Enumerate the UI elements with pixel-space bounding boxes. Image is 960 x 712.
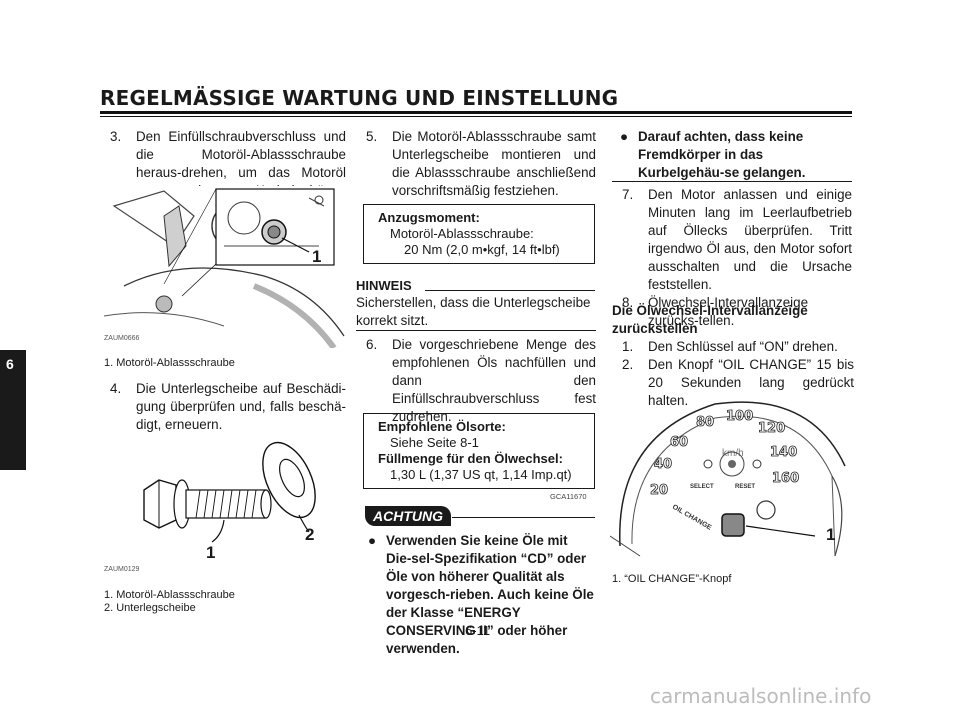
box-heading: Anzugsmoment: <box>378 210 480 225</box>
tick-60: 60 <box>670 435 688 450</box>
step-number: 8. <box>622 295 634 310</box>
tick-120: 120 <box>758 421 785 436</box>
figure-code: ZAUM0129 <box>104 566 140 573</box>
oil-spec-box: Empfohlene Ölsorte: Siehe Seite 8-1 Füll… <box>363 413 595 489</box>
achtung-badge: ACHTUNG <box>365 506 451 526</box>
step-text: Ölwechsel-Intervallanzeige zurücks-telle… <box>648 295 809 328</box>
tick-40: 40 <box>654 457 672 472</box>
callout-1: 1 <box>826 525 836 544</box>
heading-text: Die Ölwechsel-Intervallanzeige zurückste… <box>612 303 808 336</box>
achtung-rule <box>452 517 595 518</box>
torque-spec-box: Anzugsmoment: Motoröl-Ablassschraube: 20… <box>363 204 595 264</box>
warning-bullet: ● Verwenden Sie keine Öle mit Die-sel-Sp… <box>368 532 596 658</box>
step-text: Die Motoröl-Ablassschraube samt Unterleg… <box>392 129 596 198</box>
step-5: 5. Die Motoröl-Ablassschraube samt Unter… <box>366 128 596 200</box>
step-number: 6. <box>366 337 378 352</box>
unit-label: km/h <box>722 448 744 459</box>
warning-text: Darauf achten, dass keine Fremdkörper in… <box>638 129 806 180</box>
step-text: Den Knopf “OIL CHANGE” 15 bis 20 Sekunde… <box>648 357 854 408</box>
tick-140: 140 <box>770 445 797 460</box>
column-3-warning: ● Darauf achten, dass keine Fremdkörper … <box>620 128 852 182</box>
column-3-steps: 7. Den Motor anlassen und einige Minuten… <box>622 186 852 330</box>
step-8: 8. Ölwechsel-Intervallanzeige zurücks-te… <box>622 294 852 330</box>
callout-2: 2 <box>305 525 315 544</box>
achtung-text: ● Verwenden Sie keine Öle mit Die-sel-Sp… <box>368 532 596 658</box>
reset-steps: 1. Den Schlüssel auf “ON” drehen. 2. Den… <box>622 338 854 410</box>
column-1-step4: 4. Die Unterlegscheibe auf Beschädi-gung… <box>110 380 346 434</box>
chapter-tab: 6 <box>0 350 26 470</box>
figure-caption: 1. Motoröl-Ablassschraube <box>104 357 235 369</box>
tick-100: 100 <box>726 409 753 424</box>
step-text: Den Schlüssel auf “ON” drehen. <box>648 339 838 354</box>
bullet-dot: ● <box>620 129 629 144</box>
caution-code: GCA11670 <box>550 492 587 501</box>
step-number: 5. <box>366 129 378 144</box>
box-value: 1,30 L (1,37 US qt, 1,14 Imp.qt) <box>390 467 572 482</box>
box-line: Siehe Seite 8-1 <box>390 435 479 450</box>
subsection-heading: Die Ölwechsel-Intervallanzeige zurückste… <box>612 302 852 338</box>
tick-20: 20 <box>650 483 668 498</box>
figure-code: ZAUM0666 <box>104 335 140 342</box>
step-number: 7. <box>622 187 634 202</box>
hinweis-heading: HINWEIS <box>356 278 412 293</box>
step-text: Die vorgeschriebene Menge des empfohlene… <box>392 337 596 424</box>
select-label: SELECT <box>690 484 714 490</box>
page-number: 6-11 <box>465 623 491 638</box>
step-6: 6. Die vorgeschriebene Menge des empfohl… <box>366 336 596 426</box>
hinweis-rule <box>425 290 595 291</box>
box-heading: Empfohlene Ölsorte: <box>378 419 506 434</box>
reset-step-1: 1. Den Schlüssel auf “ON” drehen. <box>622 338 854 356</box>
warning-text: Verwenden Sie keine Öle mit Die-sel-Spez… <box>386 533 594 656</box>
drain-bolt-photo <box>104 186 350 348</box>
warning-bullet: ● Darauf achten, dass keine Fremdkörper … <box>620 128 852 182</box>
reset-label: RESET <box>735 484 755 490</box>
column-2-step6: 6. Die vorgeschriebene Menge des empfohl… <box>366 336 596 426</box>
callout-1: 1 <box>206 543 216 562</box>
note-text: Sicherstellen, dass die Unterlegscheibe … <box>356 295 591 328</box>
warning-end-rule <box>612 181 852 182</box>
hinweis-text: Sicherstellen, dass die Unterlegscheibe … <box>356 294 596 330</box>
reset-knob <box>756 500 776 520</box>
step-text: Den Motor anlassen und einige Minuten la… <box>648 187 852 292</box>
title-rule <box>100 111 852 114</box>
bolt-washer-illustration <box>143 441 316 543</box>
oil-change-button <box>721 513 745 537</box>
step-text: Die Unterlegscheibe auf Beschädi-gung üb… <box>136 381 346 432</box>
watermark: carmanualsonline.info <box>650 684 872 708</box>
callout-1: 1 <box>312 247 322 266</box>
hinweis-end-rule <box>356 330 596 331</box>
box-line: Motoröl-Ablassschraube: <box>390 226 534 241</box>
figure-caption: 1. “OIL CHANGE”-Knopf <box>612 573 732 585</box>
bullet-dot: ● <box>368 533 377 548</box>
step-number: 4. <box>110 381 122 396</box>
column-2: 5. Die Motoröl-Ablassschraube samt Unter… <box>366 128 596 200</box>
reset-step-2: 2. Den Knopf “OIL CHANGE” 15 bis 20 Seku… <box>622 356 854 410</box>
page-title: REGELMÄSSIGE WARTUNG UND EINSTELLUNG <box>100 86 619 110</box>
figure-caption: 2. Unterlegscheibe <box>104 602 196 614</box>
speedometer-illustration: 20 40 60 80 100 120 140 160 km/h SELECT … <box>610 401 846 557</box>
figure-caption: 1. Motoröl-Ablassschraube <box>104 589 235 601</box>
tick-80: 80 <box>696 415 714 430</box>
oil-change-label: OIL CHANGE <box>671 504 713 532</box>
step-number: 2. <box>622 357 634 372</box>
tick-160: 160 <box>772 471 799 486</box>
box-heading: Füllmenge für den Ölwechsel: <box>378 451 563 466</box>
title-rule-thin <box>100 116 852 117</box>
box-value: 20 Nm (2,0 m•kgf, 14 ft•lbf) <box>404 242 560 257</box>
chapter-tab-label: 6 <box>6 356 14 372</box>
step-4: 4. Die Unterlegscheibe auf Beschädi-gung… <box>110 380 346 434</box>
step-number: 1. <box>622 339 634 354</box>
step-number: 3. <box>110 129 122 144</box>
step-7: 7. Den Motor anlassen und einige Minuten… <box>622 186 852 294</box>
